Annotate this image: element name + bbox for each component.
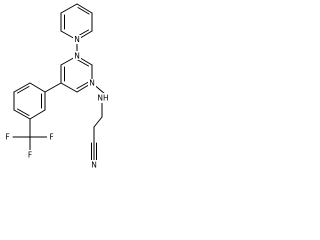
pyrimidine-nitrogen-top-label: N bbox=[74, 52, 80, 61]
pyrimidine-ring bbox=[60, 55, 93, 93]
aryl-bond bbox=[44, 82, 62, 93]
fluorine-right-label: F bbox=[49, 133, 53, 142]
pyridine-ring bbox=[60, 3, 93, 41]
phenyl-ring bbox=[13, 82, 46, 120]
fluorine-bottom-label: F bbox=[28, 151, 32, 160]
pyrimidine-nitrogen-right-label: N bbox=[89, 79, 95, 88]
pyridine-nitrogen-label: N bbox=[74, 35, 80, 44]
fluorine-left-label: F bbox=[5, 133, 9, 142]
trifluoromethyl-group bbox=[12, 118, 48, 151]
amine-nh-label: NH bbox=[97, 94, 108, 103]
nitrile-nitrogen-label: N bbox=[91, 161, 97, 170]
chemical-structure-diagram: N N N NH N F F F bbox=[3, 3, 110, 170]
